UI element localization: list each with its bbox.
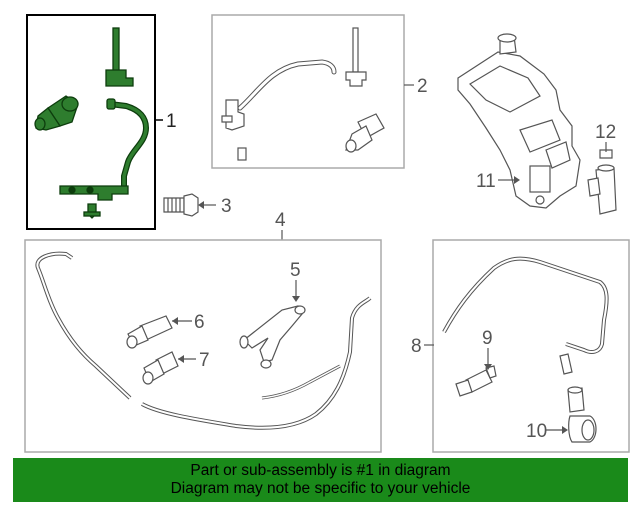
group-box-1[interactable]: [26, 14, 156, 230]
arrow-9: [484, 364, 492, 370]
callout-4[interactable]: 4: [275, 210, 286, 231]
callout-6[interactable]: 6: [194, 312, 205, 333]
callout-10[interactable]: 10: [526, 421, 547, 442]
callout-1[interactable]: 1: [166, 111, 177, 132]
info-banner: Part or sub-assembly is #1 in diagram Di…: [13, 458, 628, 502]
connector-9[interactable]: [455, 365, 497, 397]
group-box-4[interactable]: [24, 239, 382, 453]
connector-8-end[interactable]: [559, 353, 573, 375]
callout-9[interactable]: 9: [482, 328, 493, 349]
callout-3[interactable]: 3: [221, 196, 232, 217]
hose-group-8[interactable]: [442, 256, 609, 354]
hose-assembly-1[interactable]: [34, 27, 150, 219]
nozzle-7[interactable]: [142, 351, 179, 385]
group-box-2[interactable]: [211, 14, 405, 169]
arrow-10: [562, 426, 568, 434]
bolt-3[interactable]: [163, 193, 199, 217]
arrow-5: [292, 296, 300, 302]
hose-group-4[interactable]: [35, 251, 372, 430]
callout-8[interactable]: 8: [411, 336, 422, 357]
callout-5[interactable]: 5: [290, 260, 301, 281]
arrow-3: [198, 201, 204, 209]
elbow-connector-10[interactable]: [567, 386, 597, 443]
nozzle-group-2[interactable]: [221, 27, 385, 161]
arrow-7: [178, 355, 184, 363]
arrow-6: [172, 317, 178, 325]
level-sensor-12[interactable]: [587, 149, 617, 215]
y-connector-5[interactable]: [239, 305, 306, 369]
washer-reservoir-11[interactable]: [457, 33, 581, 209]
banner-line-2: Diagram may not be specific to your vehi…: [170, 480, 471, 497]
banner-line-1: Part or sub-assembly is #1 in diagram: [190, 462, 451, 479]
nozzle-6[interactable]: [126, 315, 173, 349]
arrow-11: [514, 176, 520, 184]
callout-7[interactable]: 7: [199, 350, 210, 371]
callout-11[interactable]: 11: [476, 171, 496, 192]
group-box-8[interactable]: [432, 239, 630, 453]
callout-12[interactable]: 12: [595, 122, 616, 143]
callout-2[interactable]: 2: [417, 76, 428, 97]
